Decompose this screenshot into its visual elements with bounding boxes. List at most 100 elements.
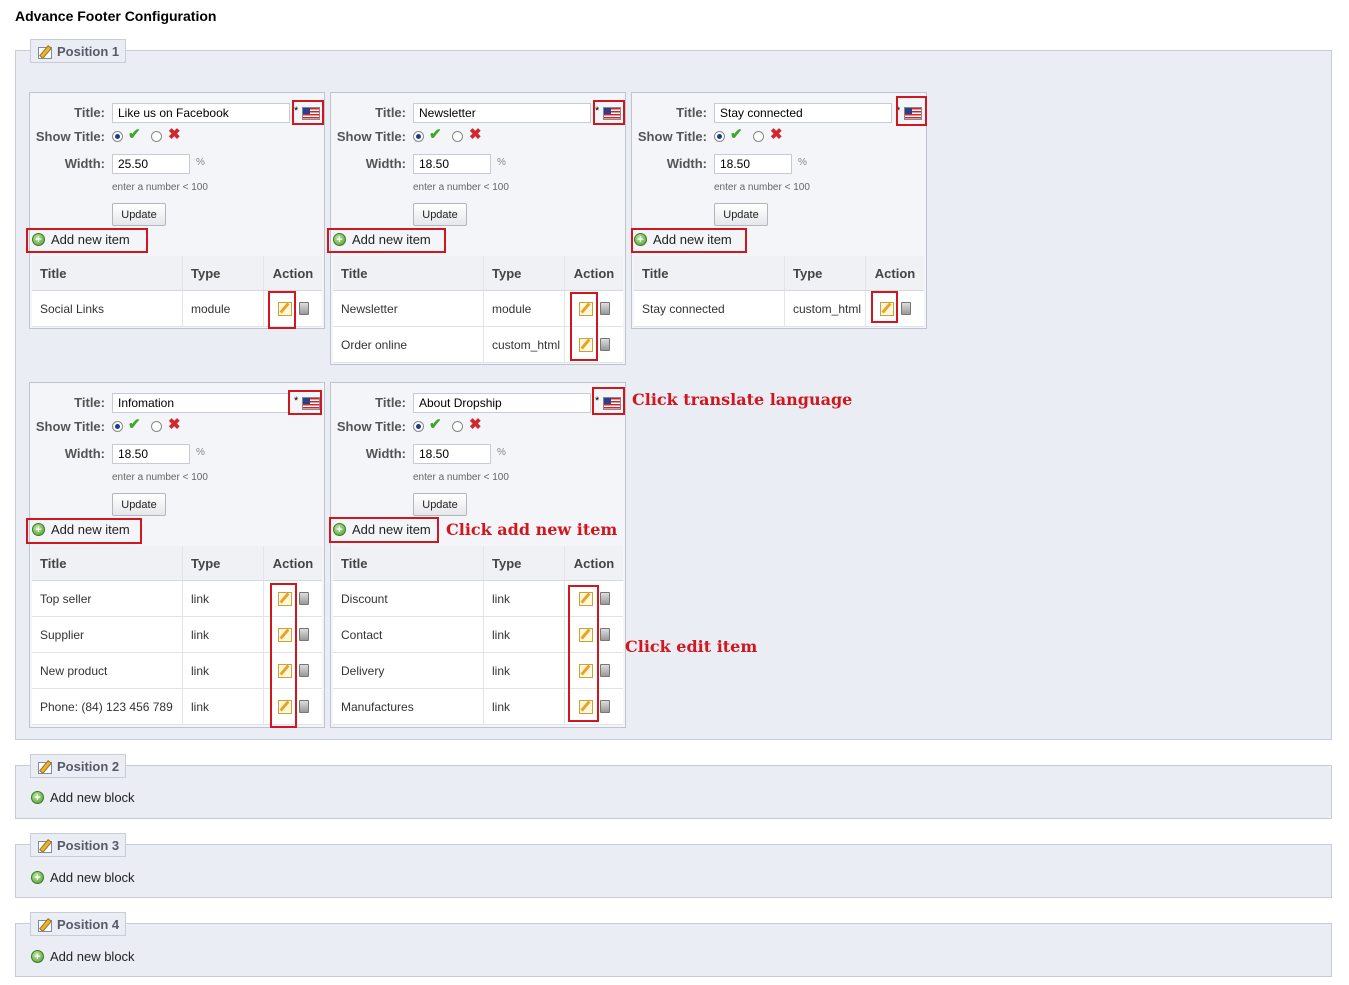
show-title-no-radio[interactable]	[151, 131, 162, 142]
delete-icon[interactable]	[599, 664, 610, 678]
update-button[interactable]: Update	[413, 203, 467, 226]
delete-icon[interactable]	[599, 628, 610, 642]
edit-icon[interactable]	[277, 699, 292, 714]
add-new-item-button[interactable]: +Add new item	[32, 232, 130, 247]
width-hint: enter a number < 100	[714, 182, 810, 193]
check-icon: ✔	[128, 126, 141, 143]
show-title-yes-radio[interactable]	[714, 131, 725, 142]
delete-icon[interactable]	[298, 664, 309, 678]
delete-icon[interactable]	[298, 592, 309, 606]
delete-icon[interactable]	[298, 628, 309, 642]
show-title-label: Show Title:	[35, 419, 105, 434]
width-hint: enter a number < 100	[413, 472, 509, 483]
add-icon: +	[31, 791, 44, 804]
add-item-label: Add new item	[51, 522, 130, 537]
edit-icon[interactable]	[578, 337, 593, 352]
col-title-header: Title	[333, 256, 484, 291]
delete-icon[interactable]	[298, 700, 309, 714]
delete-icon[interactable]	[599, 592, 610, 606]
us-flag-icon[interactable]	[302, 397, 320, 410]
add-item-label: Add new item	[352, 232, 431, 247]
edit-icon[interactable]	[277, 591, 292, 606]
delete-icon[interactable]	[298, 302, 309, 316]
add-new-block-button[interactable]: + Add new block	[31, 790, 135, 805]
add-new-item-button[interactable]: +Add new item	[333, 522, 431, 537]
update-button[interactable]: Update	[112, 493, 166, 516]
width-input[interactable]: 18.50	[413, 154, 491, 174]
add-block-label: Add new block	[50, 870, 135, 885]
delete-icon[interactable]	[900, 302, 911, 316]
show-title-no-radio[interactable]	[452, 131, 463, 142]
show-title-no-radio[interactable]	[753, 131, 764, 142]
block-title-input[interactable]: About Dropship	[413, 393, 591, 413]
add-new-item-button[interactable]: +Add new item	[32, 522, 130, 537]
add-new-item-button[interactable]: +Add new item	[634, 232, 732, 247]
update-button[interactable]: Update	[714, 203, 768, 226]
show-title-yes-radio[interactable]	[112, 421, 123, 432]
percent-sign: %	[497, 447, 506, 458]
item-type: link	[182, 688, 264, 725]
show-title-no-radio[interactable]	[151, 421, 162, 432]
item-type: link	[182, 580, 264, 617]
title-label: Title:	[375, 105, 406, 120]
add-icon: +	[31, 950, 44, 963]
delete-icon[interactable]	[599, 338, 610, 352]
width-input[interactable]: 18.50	[112, 444, 190, 464]
edit-icon[interactable]	[277, 663, 292, 678]
block-title-input[interactable]: Stay connected	[714, 103, 892, 123]
add-icon: +	[31, 871, 44, 884]
item-title: New product	[32, 652, 183, 689]
annotation-add-item: Click add new item	[446, 520, 618, 539]
show-title-yes-radio[interactable]	[413, 131, 424, 142]
item-type: custom_html	[483, 326, 565, 363]
us-flag-icon[interactable]	[603, 397, 621, 410]
delete-icon[interactable]	[599, 302, 610, 316]
add-new-block-button[interactable]: + Add new block	[31, 870, 135, 885]
width-input[interactable]: 18.50	[413, 444, 491, 464]
cross-icon: ✖	[469, 126, 482, 143]
show-title-no-radio[interactable]	[452, 421, 463, 432]
update-button[interactable]: Update	[413, 493, 467, 516]
width-input[interactable]: 18.50	[714, 154, 792, 174]
edit-icon[interactable]	[578, 699, 593, 714]
add-new-item-button[interactable]: +Add new item	[333, 232, 431, 247]
edit-icon[interactable]	[277, 627, 292, 642]
us-flag-icon[interactable]	[603, 107, 621, 120]
width-label: Width:	[365, 446, 406, 461]
footer-block: Title:Like us on Facebook*Show Title:✔✖W…	[29, 92, 325, 329]
block-title-input[interactable]: Like us on Facebook	[112, 103, 290, 123]
check-icon: ✔	[128, 416, 141, 433]
show-title-yes-radio[interactable]	[112, 131, 123, 142]
edit-icon[interactable]	[578, 627, 593, 642]
edit-icon[interactable]	[879, 301, 894, 316]
item-actions	[263, 688, 322, 725]
position-2-legend: Position 2	[30, 754, 127, 778]
edit-icon[interactable]	[277, 301, 292, 316]
us-flag-icon[interactable]	[904, 107, 922, 120]
update-button[interactable]: Update	[112, 203, 166, 226]
width-label: Width:	[64, 156, 105, 171]
footer-block: Title:About Dropship*Show Title:✔✖Width:…	[330, 382, 626, 728]
col-title-header: Title	[333, 546, 484, 581]
item-title: Manufactures	[333, 688, 484, 725]
edit-icon[interactable]	[578, 301, 593, 316]
item-actions	[865, 290, 924, 327]
edit-icon[interactable]	[578, 591, 593, 606]
show-title-yes-radio[interactable]	[413, 421, 424, 432]
edit-icon[interactable]	[578, 663, 593, 678]
footer-block: Title:Newsletter*Show Title:✔✖Width:18.5…	[330, 92, 626, 365]
add-new-block-button[interactable]: + Add new block	[31, 949, 135, 964]
block-title-input[interactable]: Newsletter	[413, 103, 591, 123]
delete-icon[interactable]	[599, 700, 610, 714]
width-input[interactable]: 25.50	[112, 154, 190, 174]
block-title-input[interactable]: Infomation	[112, 393, 290, 413]
us-flag-icon[interactable]	[302, 107, 320, 120]
item-title: Stay connected	[634, 290, 785, 327]
